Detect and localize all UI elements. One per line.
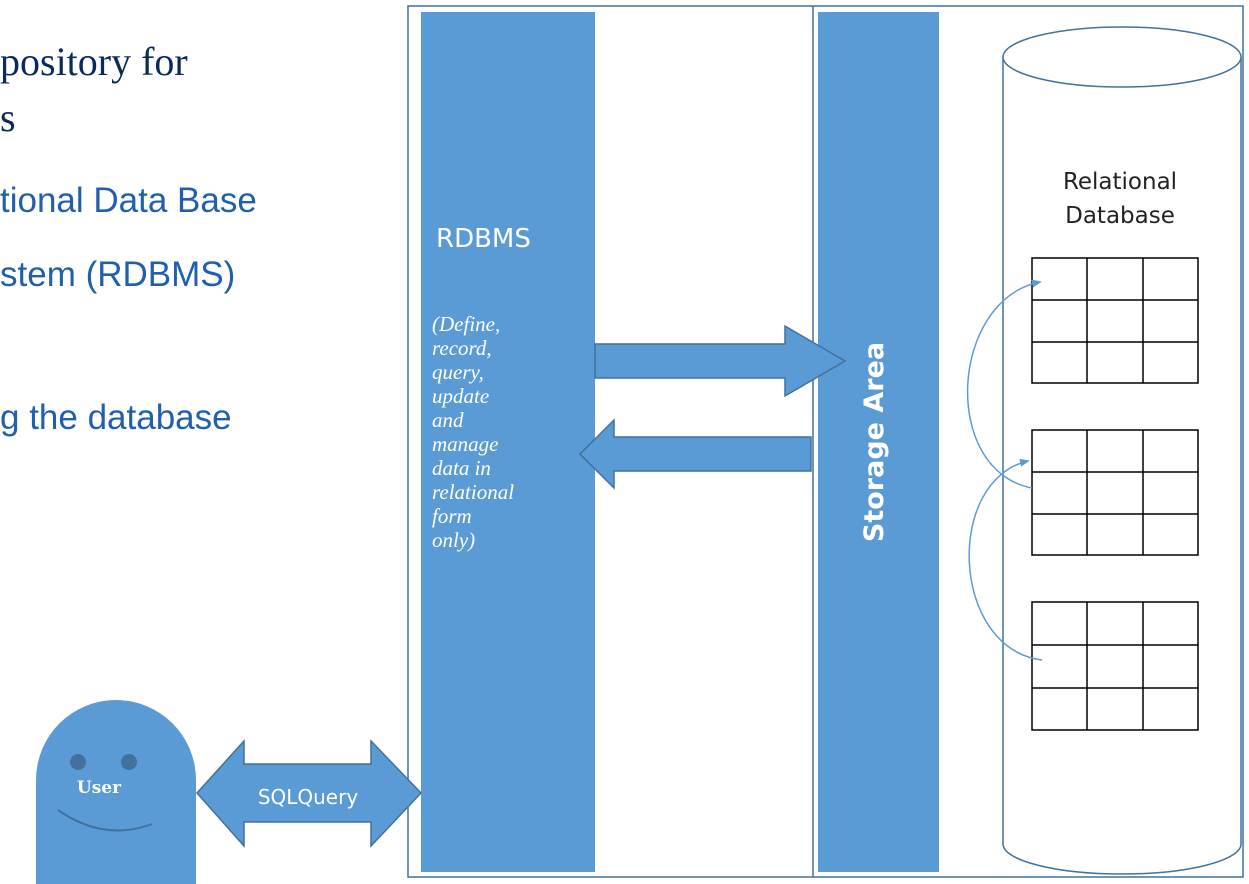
bullet-line-3: g the database [0,398,232,437]
bullet-line-1: tional Data Base [0,181,257,220]
relation-arrow-lower [968,458,1043,661]
rdbms-label: RDBMS [436,224,531,254]
slide-heading-line-1: pository for [0,39,188,84]
slide-heading-line-2: s [0,95,16,140]
rdbms-description: (Define, record, query, update and manag… [424,312,594,552]
storage-area-panel [818,12,939,872]
rdbms-desc-line-1: (Define, [432,312,501,336]
rdbms-desc-line-4: update [432,384,490,408]
sql-query-arrow [195,739,423,848]
arrow-to-storage [594,324,847,398]
rdbms-panel [421,12,595,872]
arrow-to-rdbms [578,418,812,490]
table-grid-1 [1031,257,1199,384]
rdbms-desc-line-8: relational [432,480,515,504]
table-grid-2 [1031,429,1199,556]
database-label-line-2: Database [1065,203,1175,229]
rdbms-desc-line-5: and [432,408,464,432]
rdbms-desc-line-3: query, [432,360,484,384]
bullet-line-2: stem (RDBMS) [0,255,236,294]
rdbms-desc-line-6: manage [432,432,499,456]
table-grid-3 [1031,601,1199,731]
rdbms-desc-line-10: only) [432,528,476,552]
user-avatar [36,700,196,884]
rdbms-desc-line-9: form [432,504,472,528]
rdbms-desc-line-2: record, [432,336,492,360]
user-label: User [77,778,122,798]
storage-area-label: Storage Area [859,342,890,542]
rdbms-desc-line-7: data in [432,456,491,480]
database-label-line-1: Relational [1063,169,1177,195]
sql-query-label: SQLQuery [258,785,359,809]
